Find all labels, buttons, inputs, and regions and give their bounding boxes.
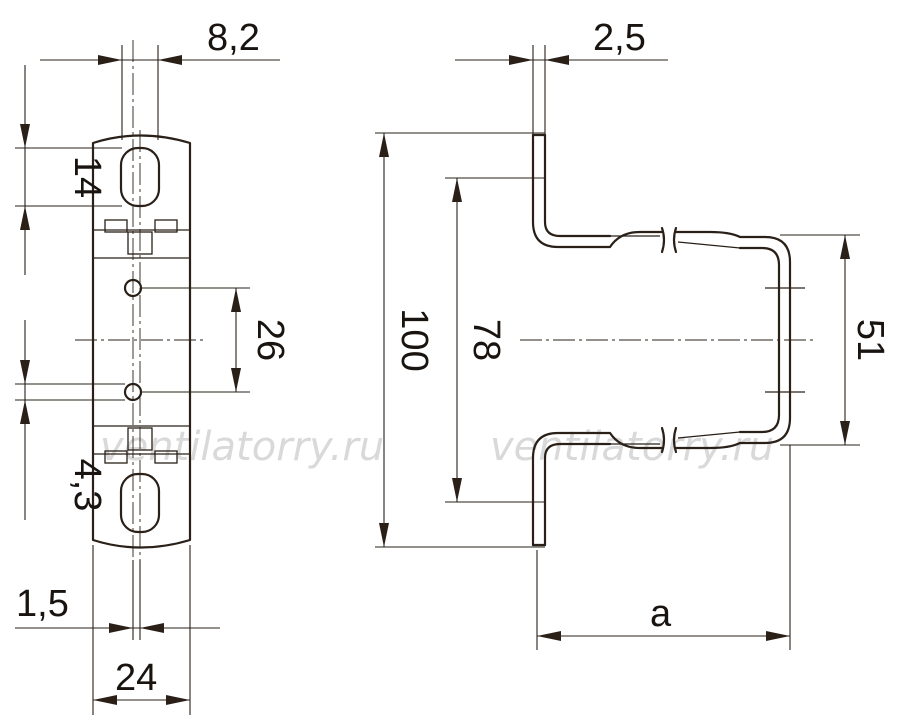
front-view-dimensions: 8,2 14 26 4,3 1,5 24: [15, 17, 291, 715]
dim-height-bend: 51: [849, 319, 891, 361]
dim-thickness: 2,5: [593, 17, 646, 59]
dim-height-inner: 78: [465, 319, 507, 361]
dim-slot-length: 14: [66, 156, 108, 198]
dim-hole-diameter: 4,3: [66, 459, 108, 512]
front-view-outline: [91, 134, 192, 549]
dim-height-total: 100: [393, 308, 435, 371]
front-view: [75, 40, 205, 640]
dim-edge-offset: 1,5: [16, 583, 69, 625]
dim-hole-spacing: 26: [249, 319, 291, 361]
dim-depth: a: [650, 593, 672, 635]
side-view-dimensions: 2,5 100 78 51 a: [375, 17, 891, 650]
watermark-left: ventilatorry.ru: [100, 424, 384, 470]
side-view: [520, 133, 815, 547]
dim-hole-offset: 8,2: [207, 17, 260, 59]
dim-width: 24: [115, 657, 157, 699]
